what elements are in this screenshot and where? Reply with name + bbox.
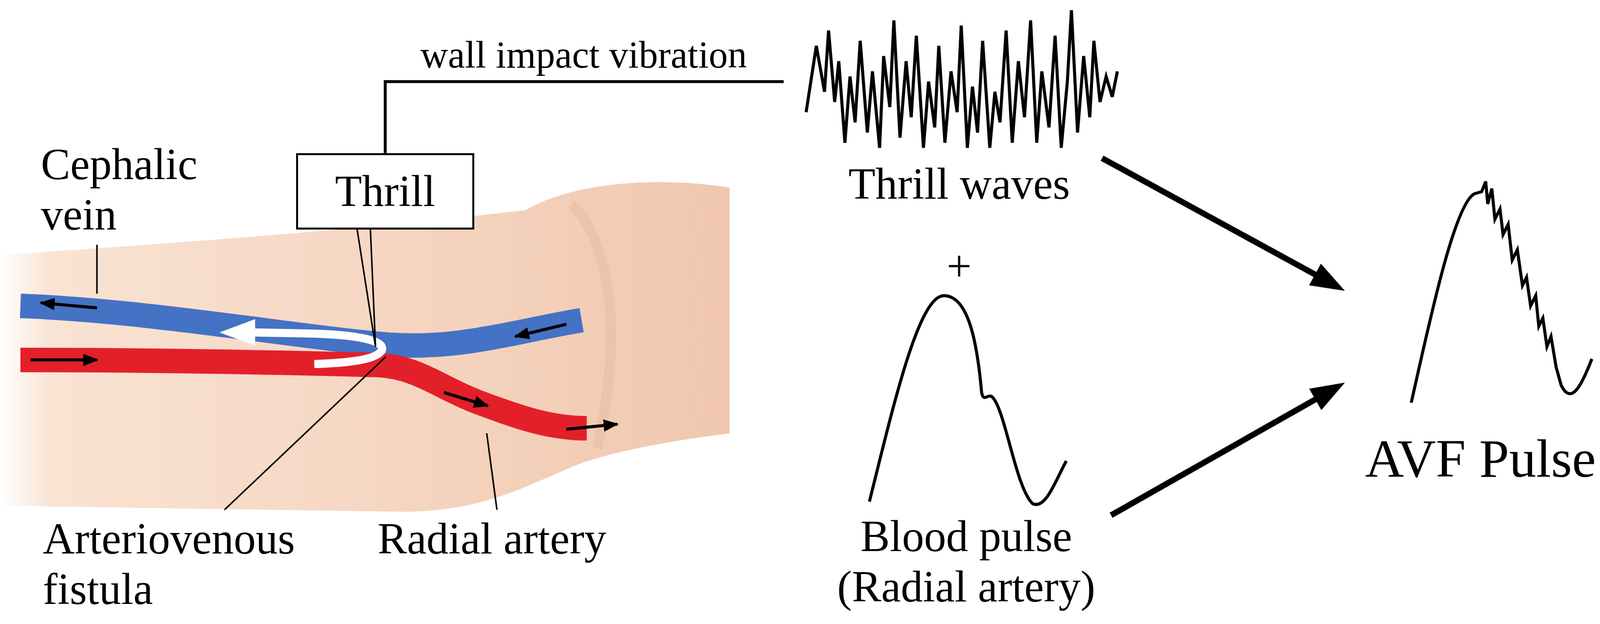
pulse-waveform bbox=[869, 295, 1067, 505]
flow-arrow bbox=[515, 324, 567, 337]
avf-waveform bbox=[1411, 181, 1592, 403]
part-label: Arteriovenous fistula bbox=[43, 513, 319, 615]
leader-line bbox=[95, 244, 98, 294]
plus-sign: + bbox=[928, 240, 990, 292]
node-text: Thrill waves bbox=[848, 158, 1070, 210]
leader-line bbox=[224, 356, 386, 510]
callout-line bbox=[357, 229, 376, 348]
flow-arrow bbox=[566, 424, 618, 430]
connector-arrow bbox=[1102, 158, 1345, 291]
thrill-waveform bbox=[806, 10, 1118, 148]
part-label: Cephalic vein bbox=[40, 139, 214, 241]
shunt-arrowhead bbox=[219, 319, 256, 346]
flow-arrow bbox=[40, 302, 97, 308]
connector-arrow bbox=[1111, 382, 1345, 516]
waveform-panel: Blood pulse (Radial artery) bbox=[821, 290, 1112, 613]
leader-line bbox=[486, 433, 497, 510]
node-text: Blood pulse (Radial artery) bbox=[821, 510, 1112, 613]
flow-arrow bbox=[443, 392, 488, 406]
node-text: Thrill bbox=[335, 165, 436, 217]
connector-arrow bbox=[385, 81, 784, 154]
waveform-panel: AVF Pulse bbox=[1344, 183, 1597, 490]
thrill-box: Thrill bbox=[296, 153, 475, 230]
flow-arrow bbox=[30, 358, 98, 362]
part-label: Radial artery bbox=[377, 513, 606, 565]
waveform-panel: Thrill waves bbox=[783, 4, 1102, 209]
radial-artery bbox=[20, 359, 587, 429]
node-text: AVF Pulse bbox=[1365, 427, 1597, 490]
cephalic-vein bbox=[20, 305, 582, 346]
edge-label: wall impact vibration bbox=[420, 32, 747, 77]
shunt-arrow bbox=[250, 332, 383, 365]
